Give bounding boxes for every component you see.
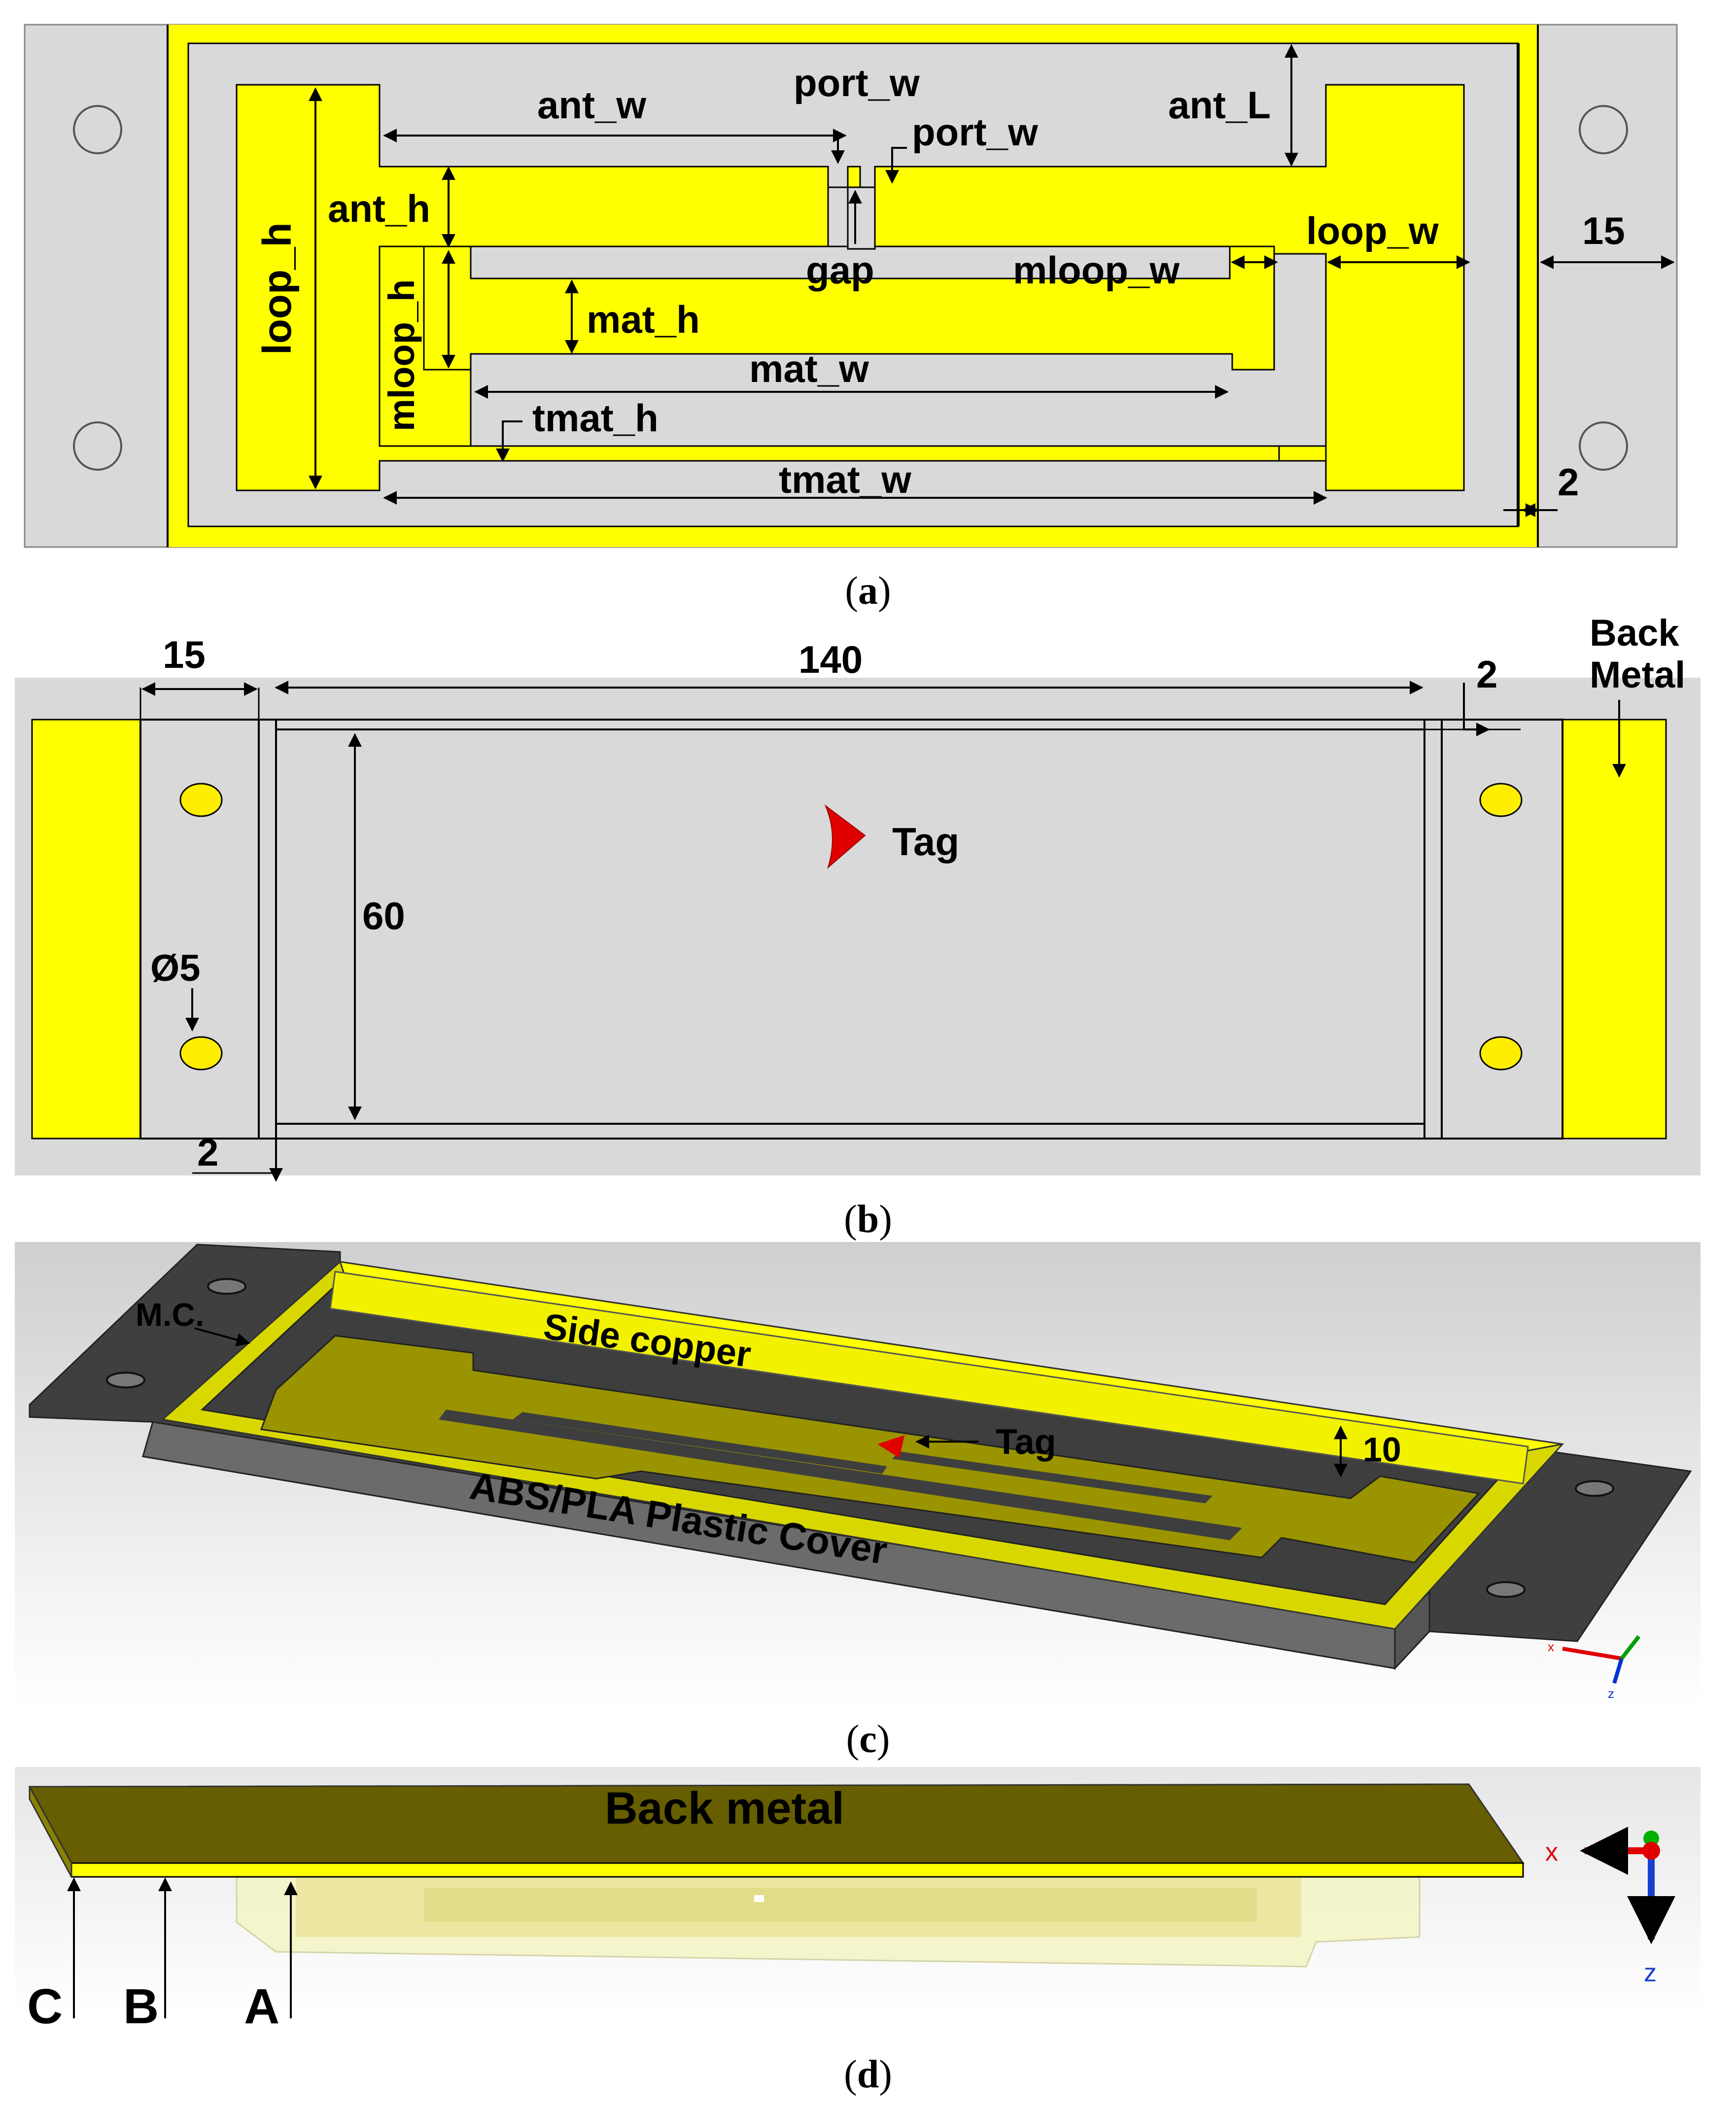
svg-text:z: z [1608, 1686, 1614, 1701]
axis-triad: x z [1545, 1827, 1675, 1987]
mount-hole [106, 1372, 145, 1388]
mount-hole [1479, 1036, 1523, 1071]
panel-a: ant_w port_w port_w ant_L ant_h loop_h m… [24, 24, 1678, 613]
back-metal-left [31, 719, 141, 1140]
label-140: 140 [799, 638, 863, 681]
svg-text:x: x [1545, 1838, 1558, 1867]
label-2: 2 [1558, 460, 1579, 504]
caption-d: (d) [844, 2053, 892, 2096]
label-port-w: port_w [912, 110, 1038, 154]
back-metal-right [1562, 719, 1667, 1140]
label-loop-w: loop_w [1306, 209, 1439, 252]
label-metal: Metal [1590, 654, 1685, 696]
label-hole-diameter: Ø5 [150, 947, 200, 989]
label-mloop-w: mloop_w [1013, 248, 1180, 292]
label-ant-w: ant_w [537, 83, 646, 127]
caption-c: (c) [846, 1718, 890, 1761]
panel-d: Back metal C B A x z (d) [15, 1767, 1701, 2096]
label-c: C [27, 1979, 63, 2034]
tag-icon [824, 804, 866, 869]
label-mloop-h: mloop_h [381, 279, 422, 431]
mount-hole [179, 1036, 223, 1071]
label-b: B [123, 1979, 159, 2034]
label-2: 2 [197, 1131, 218, 1174]
label-tag: Tag [996, 1422, 1056, 1462]
tag-icon [877, 1435, 904, 1458]
caption-b: (b) [844, 1198, 892, 1241]
substrate-board [139, 719, 1563, 1140]
label-loop-h: loop_h [255, 222, 300, 355]
side-copper-wall [329, 1271, 1529, 1485]
svg-text:x: x [1548, 1639, 1554, 1654]
label-back: Back [1590, 612, 1679, 654]
label-mat-w: mat_w [749, 347, 869, 390]
panel-c: Tag M.C. Side copper 10 ABS/PLA Plastic … [15, 1242, 1701, 1761]
label-tag: Tag [892, 820, 959, 864]
mount-hole [179, 783, 223, 817]
mount-hole [73, 421, 122, 471]
svg-text:z: z [1644, 1959, 1657, 1987]
mount-hole [1486, 1581, 1526, 1598]
mount-hole [73, 105, 122, 154]
feed-gap [847, 186, 876, 250]
label-2: 2 [1476, 653, 1497, 696]
caption-a: (a) [845, 569, 891, 613]
label-10: 10 [1363, 1430, 1401, 1469]
label-mat-h: mat_h [587, 298, 700, 341]
inner-slot [470, 245, 1231, 279]
label-port-w: port_w [794, 61, 920, 104]
label-tmat-w: tmat_w [779, 458, 911, 501]
panel-b: Tag 15 140 60 2 2 Ø5 Back Metal (b) [15, 612, 1701, 1241]
label-ant-l: ant_L [1168, 83, 1271, 127]
label-15: 15 [163, 633, 206, 676]
cavity-outline [258, 719, 1443, 1140]
label-mc: M.C. [136, 1296, 204, 1333]
mount-hole [1479, 783, 1523, 817]
antenna-pattern [260, 1335, 1480, 1563]
axis-triad: x z [1548, 1635, 1641, 1701]
mount-hole [1575, 1480, 1614, 1497]
mount-hole [207, 1278, 246, 1295]
label-ant-h: ant_h [328, 187, 430, 230]
label-a: A [244, 1979, 279, 2034]
label-60: 60 [362, 894, 405, 937]
label-gap: gap [806, 248, 874, 292]
mount-hole [1579, 421, 1628, 471]
label-back-metal: Back metal [605, 1783, 844, 1833]
label-15: 15 [1582, 209, 1625, 252]
mount-hole [1579, 105, 1628, 154]
label-tmat-h: tmat_h [532, 396, 659, 440]
back-metal-edge [70, 1862, 1524, 1878]
